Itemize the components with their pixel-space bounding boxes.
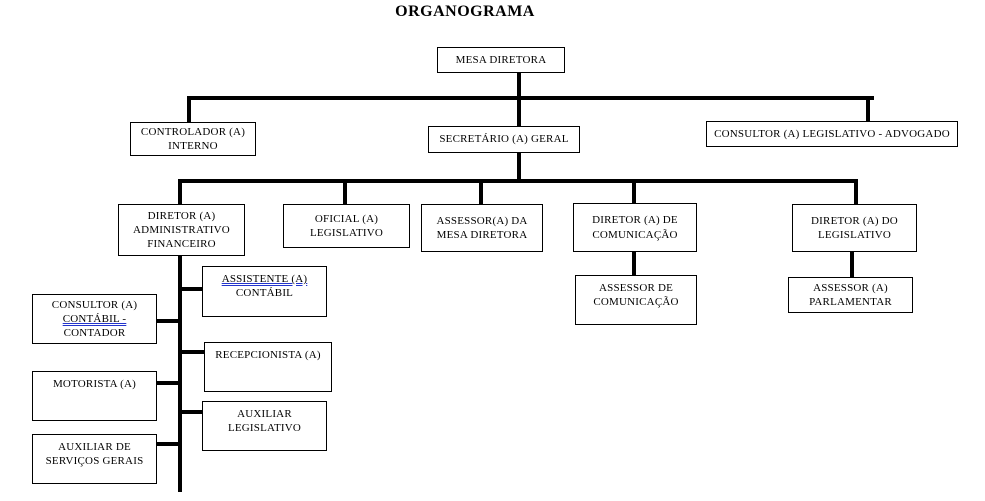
org-node-diretor-comunicacao: DIRETOR (A) DE COMUNICAÇÃO [573, 203, 697, 252]
node-label: COMUNICAÇÃO [593, 296, 679, 309]
connector-drop-controlador [187, 96, 191, 123]
node-label: LEGISLATIVO [309, 227, 384, 239]
node-label: ASSESSOR DE [598, 282, 674, 294]
connector-secretario-down [517, 152, 521, 182]
node-label: MESA DIRETORA [436, 229, 528, 241]
node-label: DIRETOR (A) [147, 209, 216, 222]
node-label-underlined: CONTÁBIL - [62, 312, 127, 325]
org-node-assistente-contabil: ASSISTENTE (A) CONTÁBIL [202, 266, 327, 317]
org-node-controlador-interno: CONTROLADOR (A) INTERNO [130, 122, 256, 156]
connector-assessor-parlamentar [850, 251, 854, 278]
connector-drop-secretario [517, 96, 521, 127]
org-node-auxiliar-servicos: AUXILIAR DE SERVIÇOS GERAIS [32, 434, 157, 484]
connector-drop-oficial [343, 179, 347, 205]
connector-assessor-comunicacao [632, 251, 636, 276]
node-label: LEGISLATIVO [227, 422, 302, 435]
connector-drop-diretor-legislativo [854, 179, 858, 205]
node-label: SECRETÁRIO (A) GERAL [439, 133, 569, 146]
page-title: ORGANOGRAMA [395, 3, 535, 20]
node-label: OFICIAL (A) [314, 212, 379, 225]
node-label: ADMINISTRATIVO [133, 223, 230, 236]
connector-branch-consultor-contabil [156, 319, 180, 323]
node-label: CONSULTOR (A) LEGISLATIVO - ADVOGADO [714, 127, 950, 140]
node-label: ASSESSOR (A) [813, 281, 888, 294]
connector-drop-assessor-mesa [479, 179, 483, 205]
connector-branch-auxiliar-servicos [156, 442, 180, 446]
node-label-underlined: ASSISTENTE (A) [221, 273, 308, 285]
connector-drop-consultor-legislativo [866, 96, 870, 122]
node-label: COMUNICAÇÃO [592, 228, 678, 241]
node-label: CONTROLADOR (A) [140, 125, 246, 138]
org-node-oficial-legislativo: OFICIAL (A) LEGISLATIVO [283, 204, 410, 248]
org-node-secretario-geral: SECRETÁRIO (A) GERAL [428, 126, 580, 153]
node-label: DIRETOR (A) DE [592, 214, 678, 227]
connector-drop-diretor-administrativo [178, 179, 182, 205]
node-label: MESA DIRETORA [455, 53, 547, 66]
node-label: LEGISLATIVO [817, 229, 892, 241]
node-label: CONTÁBIL [235, 287, 294, 300]
org-node-assessor-parlamentar: ASSESSOR (A) PARLAMENTAR [788, 277, 913, 313]
node-label: FINANCEIRO [147, 238, 216, 251]
connector-level1-horizontal [187, 96, 874, 100]
connector-mesa-down [517, 72, 521, 100]
node-label: PARLAMENTAR [809, 296, 892, 308]
node-label: SERVIÇOS GERAIS [45, 455, 144, 468]
connector-branch-assistente [180, 287, 203, 291]
node-label: AUXILIAR [237, 408, 292, 420]
org-node-diretor-legislativo: DIRETOR (A) DO LEGISLATIVO [792, 204, 917, 252]
node-label: CONTADOR [63, 327, 126, 340]
org-node-consultor-legislativo: CONSULTOR (A) LEGISLATIVO - ADVOGADO [706, 121, 958, 147]
node-label: DIRETOR (A) DO [811, 214, 898, 227]
org-node-mesa-diretora: MESA DIRETORA [437, 47, 565, 73]
node-label: AUXILIAR DE [58, 441, 131, 453]
connector-drop-diretor-comunicacao [632, 179, 636, 204]
org-node-assessor-comunicacao: ASSESSOR DE COMUNICAÇÃO [575, 275, 697, 325]
node-label: MOTORISTA (A) [52, 378, 137, 390]
node-label: INTERNO [168, 140, 218, 152]
node-label: RECEPCIONISTA (A) [215, 349, 321, 361]
org-node-auxiliar-legislativo: AUXILIAR LEGISLATIVO [202, 401, 327, 451]
connector-level2-horizontal [178, 179, 858, 183]
node-label: ASSESSOR(A) DA [436, 214, 528, 227]
org-node-motorista: MOTORISTA (A) [32, 371, 157, 421]
connector-branch-auxiliar-legislativo [180, 410, 203, 414]
node-label: CONSULTOR (A) [51, 298, 138, 311]
org-node-consultor-contabil: CONSULTOR (A) CONTÁBIL - CONTADOR [32, 294, 157, 344]
connector-branch-recepcionista [180, 350, 206, 354]
org-node-diretor-administrativo: DIRETOR (A) ADMINISTRATIVO FINANCEIRO [118, 204, 245, 256]
connector-spine-vertical [178, 255, 182, 492]
org-node-assessor-mesa: ASSESSOR(A) DA MESA DIRETORA [421, 204, 543, 252]
org-node-recepcionista: RECEPCIONISTA (A) [204, 342, 332, 392]
connector-branch-motorista [156, 381, 180, 385]
